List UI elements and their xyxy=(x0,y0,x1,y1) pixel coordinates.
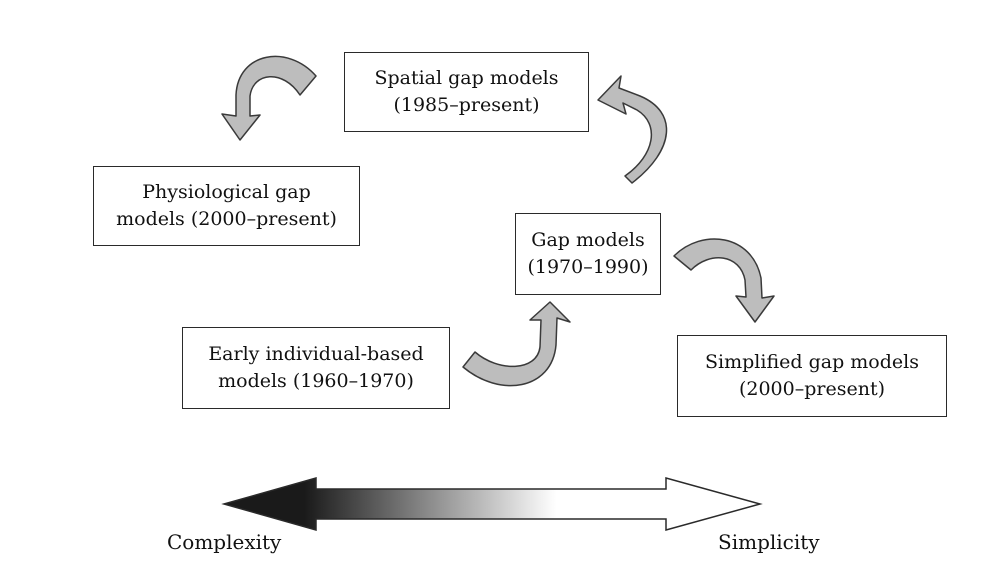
curved-arrow-early-to-gap xyxy=(462,301,571,387)
early-individual-based-models-box: Early individual-based models (1960–1970… xyxy=(182,327,450,409)
early-individual-based-models-title: Early individual-based xyxy=(208,343,424,365)
spatial-gap-models-title: Spatial gap models xyxy=(374,67,559,89)
physiological-gap-models-period: models (2000–present) xyxy=(116,208,337,230)
simplified-gap-models-box: Simplified gap models (2000–present) xyxy=(677,335,947,417)
complexity-label: Complexity xyxy=(167,530,282,554)
simplicity-label: Simplicity xyxy=(718,530,820,554)
spatial-gap-models-box: Spatial gap models (1985–present) xyxy=(344,52,589,132)
physiological-gap-models-box: Physiological gap models (2000–present) xyxy=(93,166,360,246)
gap-models-box: Gap models (1970–1990) xyxy=(515,213,661,295)
gap-models-title: Gap models xyxy=(531,229,645,251)
physiological-gap-models-title: Physiological gap xyxy=(142,181,311,203)
early-individual-based-models-period: models (1960–1970) xyxy=(218,370,414,392)
spatial-gap-models-period: (1985–present) xyxy=(393,94,540,116)
simplified-gap-models-period: (2000–present) xyxy=(738,378,886,400)
curved-arrow-spatial-to-physiological xyxy=(221,55,317,141)
curved-arrow-gap-to-spatial xyxy=(597,75,668,184)
gap-models-period: (1970–1990) xyxy=(527,256,649,278)
curved-arrow-gap-to-simplified xyxy=(673,238,775,323)
simplified-gap-models-title: Simplified gap models xyxy=(705,351,919,373)
complexity-simplicity-arrow xyxy=(221,477,763,531)
